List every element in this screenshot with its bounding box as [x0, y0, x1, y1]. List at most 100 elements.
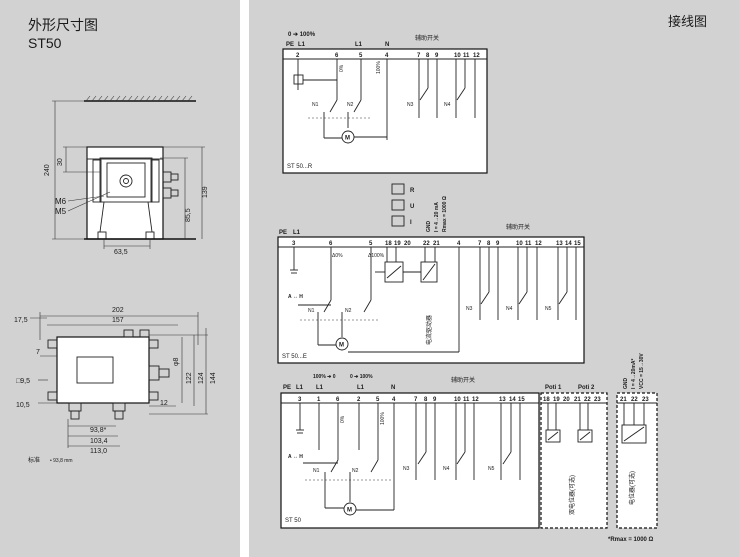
screw-m5: M5	[55, 207, 67, 216]
svg-text:U: U	[410, 204, 414, 210]
svg-text:10: 10	[454, 397, 461, 403]
dim-124: 124	[198, 372, 205, 384]
svg-text:N4: N4	[444, 102, 451, 108]
svg-text:6: 6	[329, 241, 333, 247]
d1-n: N	[385, 42, 389, 48]
front-view: 240 30 M6 M5 85,5 139 63,5	[44, 95, 209, 256]
d2-terminals: 3 6 5 18 19 20 22 21 4 7 8 9 10 11 12 13…	[292, 241, 581, 247]
svg-text:6: 6	[336, 397, 340, 403]
svg-text:22: 22	[584, 397, 591, 403]
cur-note: 电位器(可选)	[628, 471, 636, 505]
svg-text:L1: L1	[316, 385, 324, 391]
svg-text:Poti 2: Poti 2	[578, 385, 595, 391]
dim-113-0: 113,0	[90, 448, 107, 455]
dim-85-5: 85,5	[185, 208, 192, 222]
dim-63-5: 63,5	[114, 249, 128, 256]
svg-text:L1: L1	[357, 385, 365, 391]
svg-text:5: 5	[369, 241, 373, 247]
svg-text:N1: N1	[312, 102, 319, 108]
svg-text:I = 4→20mA*: I = 4→20mA*	[631, 359, 637, 389]
svg-text:12: 12	[535, 241, 542, 247]
poti-terminals: 18 19 20 21 22 23	[543, 397, 601, 403]
svg-text:21: 21	[620, 397, 627, 403]
dim-122: 122	[186, 372, 193, 384]
svg-text:23: 23	[642, 397, 649, 403]
svg-text:I: I	[410, 220, 412, 226]
svg-text:4: 4	[457, 241, 461, 247]
svg-text:M: M	[345, 136, 350, 142]
svg-text:N5: N5	[488, 466, 495, 472]
svg-text:11: 11	[525, 241, 532, 247]
svg-text:GND: GND	[426, 221, 432, 233]
svg-text:5: 5	[359, 53, 363, 59]
svg-text:PE: PE	[279, 230, 287, 236]
dim-12: 12	[160, 400, 168, 407]
svg-text:19: 19	[553, 397, 560, 403]
signal-legend: R U I GND I = 4→20 mA Rmax = 1000 Ω	[391, 183, 448, 233]
d1-terminals: 2 6 5 4 7 8 9 10 11 12	[296, 53, 480, 59]
svg-text:13: 13	[556, 241, 563, 247]
svg-text:21: 21	[574, 397, 581, 403]
svg-text:GND: GND	[623, 378, 629, 390]
svg-text:8: 8	[426, 53, 430, 59]
note-value: • 93,8 mm	[50, 458, 73, 464]
d2-module: 电流驱动器	[425, 315, 433, 345]
svg-text:N: N	[391, 385, 395, 391]
svg-text:20: 20	[404, 241, 411, 247]
svg-text:N2: N2	[345, 308, 352, 314]
d1-l1: L1	[298, 42, 306, 48]
svg-text:19: 19	[394, 241, 401, 247]
svg-text:2: 2	[296, 53, 300, 59]
svg-text:M: M	[339, 343, 344, 349]
d3-terminals: 3 1 6 2 5 4 7 8 9 10 11 12 13 14 15	[298, 397, 525, 403]
svg-text:L1: L1	[293, 230, 301, 236]
svg-text:100% ➔ 0: 100% ➔ 0	[313, 374, 336, 380]
d3-name: ST 50	[285, 518, 302, 524]
svg-text:0%: 0%	[340, 415, 346, 423]
dimension-title: 外形尺寸图	[28, 17, 98, 33]
svg-text:N1: N1	[313, 468, 320, 474]
dim-240: 240	[44, 164, 51, 176]
svg-text:9: 9	[433, 397, 437, 403]
svg-text:8: 8	[487, 241, 491, 247]
top-view: 202 157 17,5 7 □9,5 10,5 12 φ8	[14, 307, 217, 464]
svg-text:N2: N2	[352, 468, 359, 474]
svg-text:10: 10	[454, 53, 461, 59]
left-panel	[0, 0, 240, 557]
svg-text:6: 6	[335, 53, 339, 59]
svg-text:15: 15	[574, 241, 581, 247]
wiring-title: 接线图	[668, 14, 707, 29]
svg-text:N1: N1	[308, 308, 315, 314]
svg-text:14: 14	[509, 397, 516, 403]
diagram-st50-r: 0 ➔ 100% PE L1 L1 N 辅助开关 2 6 5 4 7 8 9 1…	[282, 32, 488, 174]
svg-text:3: 3	[292, 241, 296, 247]
svg-text:4: 4	[392, 397, 396, 403]
svg-text:18: 18	[385, 241, 392, 247]
svg-text:N5: N5	[545, 306, 552, 312]
svg-text:N3: N3	[403, 466, 410, 472]
screw-m6: M6	[55, 197, 67, 206]
svg-text:5: 5	[376, 397, 380, 403]
svg-text:100%: 100%	[376, 61, 382, 74]
svg-text:Δ100%: Δ100%	[368, 253, 385, 259]
svg-text:A ↔ H: A ↔ H	[288, 454, 303, 460]
dim-9-5: □9,5	[16, 378, 30, 385]
svg-text:7: 7	[414, 397, 418, 403]
svg-text:N4: N4	[506, 306, 513, 312]
svg-text:L1: L1	[296, 385, 304, 391]
svg-text:22: 22	[423, 241, 430, 247]
d1-name: ST 50...R	[287, 164, 313, 170]
d2-name: ST 50...E	[282, 354, 307, 360]
svg-text:11: 11	[463, 397, 470, 403]
svg-text:N3: N3	[466, 306, 473, 312]
svg-text:辅助开关: 辅助开关	[451, 376, 475, 384]
d1-aux: 辅助开关	[415, 34, 439, 42]
svg-text:14: 14	[565, 241, 572, 247]
svg-text:0%: 0%	[339, 64, 345, 72]
svg-text:12: 12	[472, 397, 479, 403]
dim-93-8: 93,8*	[90, 427, 107, 434]
svg-text:I = 4→20 mA: I = 4→20 mA	[434, 202, 440, 232]
svg-text:7: 7	[478, 241, 482, 247]
model-label: ST50	[28, 35, 62, 51]
dim-7: 7	[36, 349, 40, 356]
